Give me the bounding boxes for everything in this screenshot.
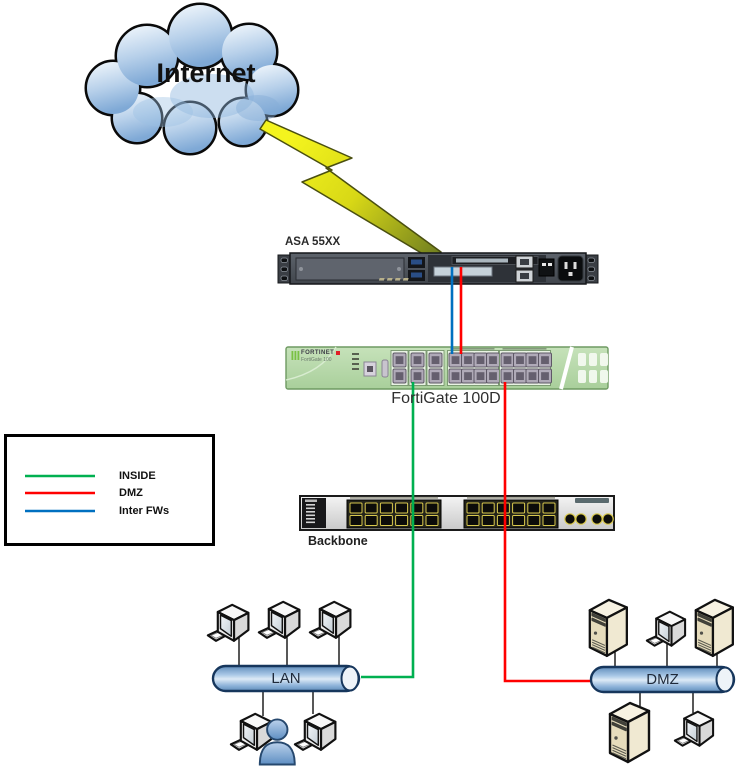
legend-line-green [25, 474, 95, 478]
computer-icon [257, 600, 301, 639]
legend-item-interfws: Inter FWs [23, 505, 169, 517]
legend-label: INSIDE [119, 470, 156, 482]
legend-line-red [25, 491, 95, 495]
legend-line-blue [25, 509, 95, 513]
legend-box: INSIDE DMZ Inter FWs [4, 434, 215, 546]
dmz-red-line [503, 382, 592, 683]
legend-label: Inter FWs [119, 505, 170, 517]
internet-label: Internet [156, 58, 256, 88]
inside-green-line [361, 382, 415, 679]
server-icon [588, 598, 628, 658]
computer-icon [206, 603, 250, 642]
server-icon [608, 701, 651, 764]
legend-item-inside: INSIDE [23, 470, 156, 482]
fortinet-logo-text: FORTINET [301, 350, 335, 356]
fortinet-logo-red-square [336, 351, 341, 356]
fortinet-logo: FORTINET [301, 350, 341, 356]
lan-bus-icon [211, 664, 361, 693]
computer-icon [308, 600, 352, 639]
fortigate-model-text: FortiGate 100 [301, 357, 332, 363]
computer-icon [293, 712, 337, 751]
connection-lines [361, 267, 592, 683]
lan-label: LAN [271, 670, 301, 687]
dmz-bus-icon [589, 665, 736, 694]
computer-icon [673, 710, 715, 747]
computer-icon [645, 610, 687, 647]
legend-item-dmz: DMZ [23, 487, 143, 499]
internet-cloud-icon [84, 2, 300, 156]
fortigate-device-icon [285, 346, 609, 390]
server-icon [694, 598, 734, 658]
legend-label: DMZ [119, 487, 143, 499]
backbone-switch-icon [299, 495, 615, 531]
asa-device-icon [277, 252, 599, 285]
fortigate-label: FortiGate 100D [391, 390, 501, 407]
backbone-label: Backbone [308, 534, 368, 548]
dmz-label: DMZ [646, 671, 679, 688]
computer-icon [229, 712, 273, 751]
asa-label: ASA 55XX [285, 236, 341, 248]
